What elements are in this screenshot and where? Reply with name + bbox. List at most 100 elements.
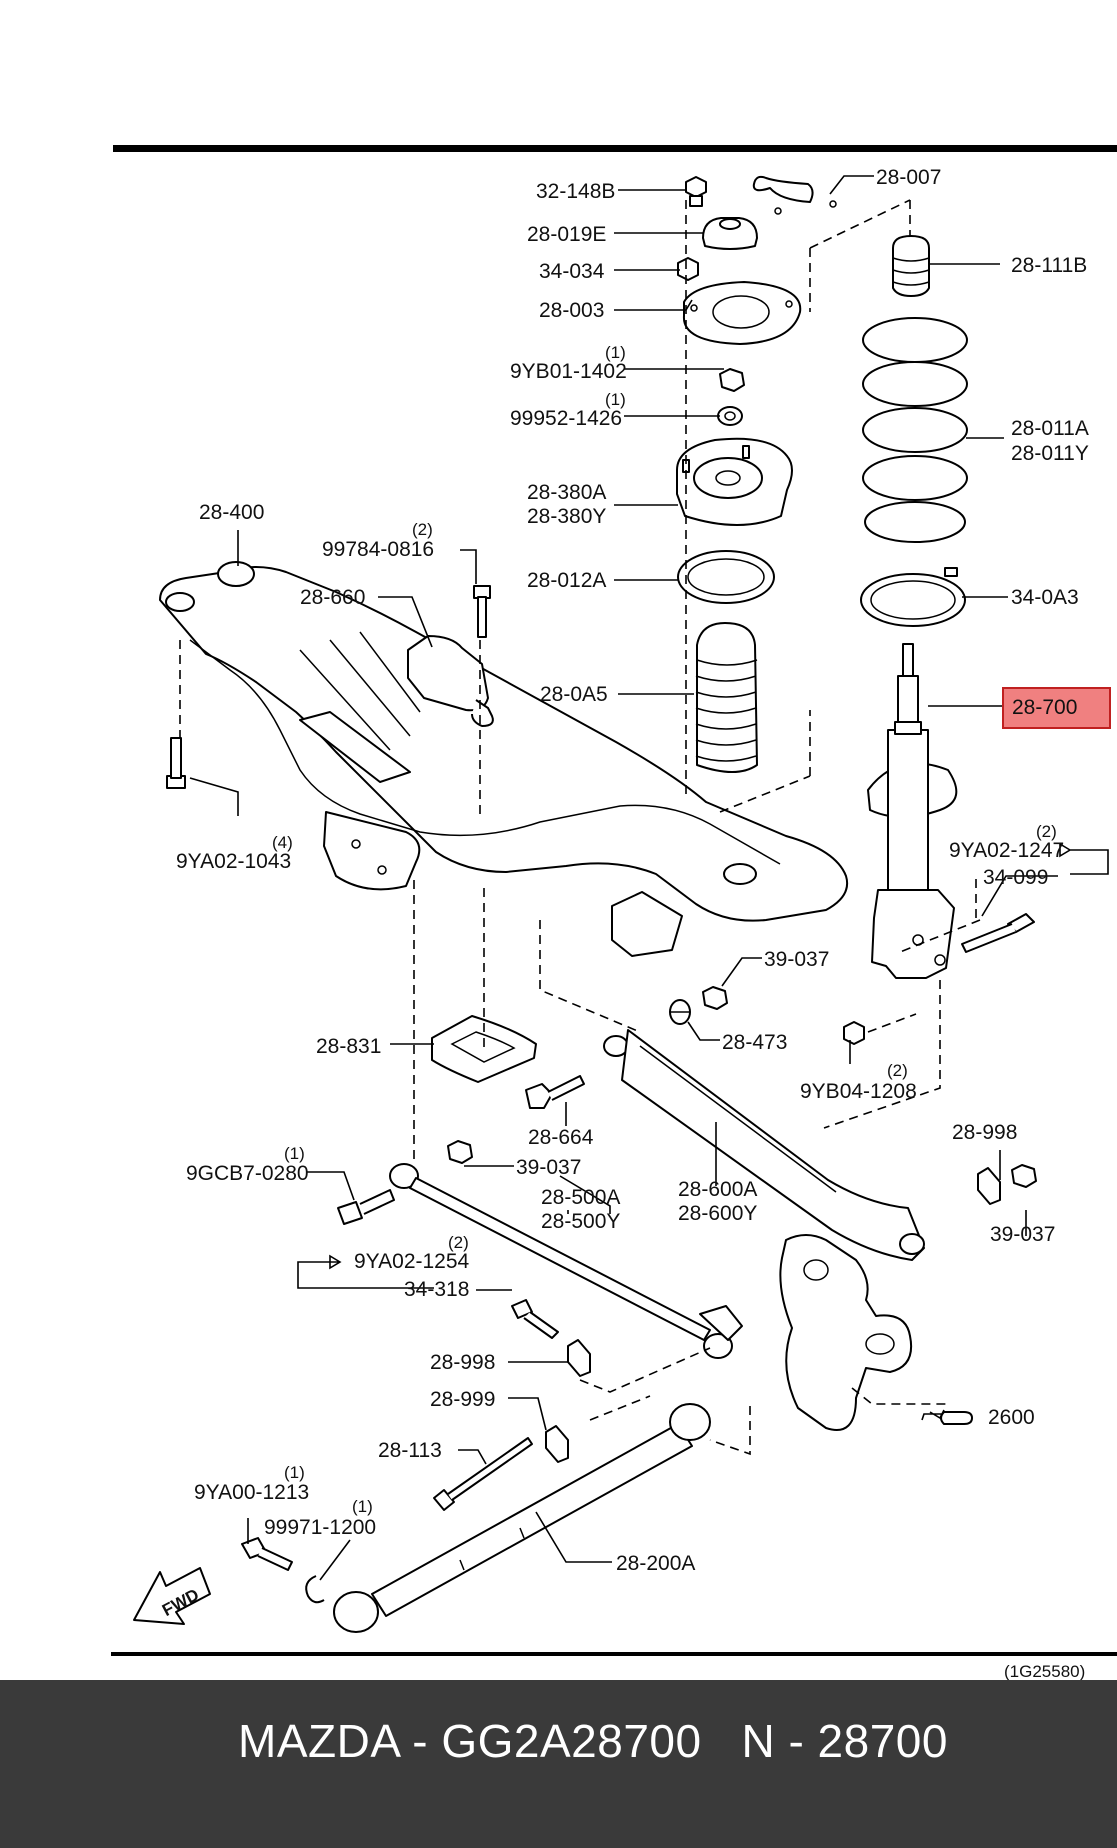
label-28-003[interactable]: 28-003 <box>539 299 604 322</box>
label-28-113[interactable]: 28-113 <box>378 1439 442 1462</box>
label-28-007[interactable]: 28-007 <box>876 166 941 189</box>
label-28-500a[interactable]: 28-500A <box>541 1186 620 1209</box>
label-39-037-left[interactable]: 39-037 <box>516 1156 581 1179</box>
seat-28-012a[interactable] <box>677 550 775 604</box>
qty-9ya02-1247: (2) <box>1036 822 1057 841</box>
qty-9yb01-1402: (1) <box>605 343 626 362</box>
label-28-380y[interactable]: 28-380Y <box>527 505 606 528</box>
bump-stop-28-111b[interactable] <box>892 235 930 297</box>
label-28-011y[interactable]: 28-011Y <box>1011 442 1089 465</box>
bolt-9gcb7-0280[interactable] <box>337 1189 395 1225</box>
label-28-999[interactable]: 28-999 <box>430 1388 495 1411</box>
bracket-28-660[interactable] <box>407 635 494 727</box>
bottom-rule <box>111 1652 1117 1656</box>
label-39-037-right[interactable]: 39-037 <box>990 1223 1055 1246</box>
label-28-600y[interactable]: 28-600Y <box>678 1202 757 1225</box>
label-2600[interactable]: 2600 <box>988 1406 1035 1429</box>
qty-9gcb7-0280: (1) <box>284 1144 305 1163</box>
label-34-034[interactable]: 34-034 <box>539 260 605 283</box>
bolt-28-664[interactable] <box>525 1075 585 1109</box>
label-9yb01-1402[interactable]: 9YB01-1402 <box>510 360 627 383</box>
crossmember-28-400[interactable] <box>159 561 848 957</box>
qty-99952-1426: (1) <box>605 390 626 409</box>
plate-28-831[interactable] <box>431 1015 537 1083</box>
label-28-111b[interactable]: 28-111B <box>1011 254 1087 277</box>
nut-39-037-center[interactable] <box>702 986 728 1010</box>
coil-spring-28-011a[interactable] <box>862 317 968 543</box>
qty-99971-1200: (1) <box>352 1497 373 1516</box>
label-28-998-right[interactable]: 28-998 <box>952 1121 1017 1144</box>
label-28-012a[interactable]: 28-012A <box>527 569 606 592</box>
label-28-998-left[interactable]: 28-998 <box>430 1351 495 1374</box>
nut-9yb04-1208[interactable] <box>843 1021 865 1045</box>
qty-9ya02-1043: (4) <box>272 833 293 852</box>
exploded-parts-diagram: FWD 32-148B 28-007 28-019E 34-034 28-111… <box>111 145 1117 1680</box>
cam-28-473[interactable] <box>669 999 691 1025</box>
bracket-28-007[interactable] <box>752 175 837 215</box>
footer-sep: - <box>398 1715 442 1767</box>
clip-99971-1200[interactable] <box>305 1575 325 1604</box>
cam-plate-28-998-right[interactable] <box>977 1167 1001 1205</box>
label-34-318[interactable]: 34-318 <box>404 1278 469 1301</box>
nut-34-034[interactable] <box>677 257 699 281</box>
cam-plate-28-999[interactable] <box>545 1425 569 1463</box>
footer-caption: MAZDA - GG2A28700 N - 28700 <box>0 1714 1117 1768</box>
label-99952-1426[interactable]: 99952-1426 <box>510 407 622 430</box>
label-28-831[interactable]: 28-831 <box>316 1035 381 1058</box>
footer-ref: N - 28700 <box>741 1715 948 1767</box>
label-28-011a[interactable]: 28-011A <box>1011 417 1089 440</box>
label-9yb04-1208[interactable]: 9YB04-1208 <box>800 1080 917 1103</box>
label-28-500y[interactable]: 28-500Y <box>541 1210 620 1233</box>
lower-arm-28-200a[interactable] <box>333 1403 711 1633</box>
label-28-200a[interactable]: 28-200A <box>616 1552 695 1575</box>
cam-plate-28-998-left[interactable] <box>567 1339 591 1377</box>
washer-99952-1426[interactable] <box>717 406 743 426</box>
cam-bolt-34-318[interactable] <box>511 1299 559 1339</box>
highlight-28-700 <box>1002 687 1111 729</box>
label-9ya02-1254[interactable]: 9YA02-1254 <box>354 1250 470 1273</box>
nut-39-037-right[interactable] <box>1011 1164 1037 1188</box>
label-28-700[interactable]: 28-700 <box>1012 696 1077 719</box>
strut-mount-28-380a[interactable] <box>676 437 793 526</box>
label-28-0a5[interactable]: 28-0A5 <box>540 683 608 706</box>
fwd-arrow-icon: FWD <box>133 1567 211 1625</box>
label-99971-1200[interactable]: 99971-1200 <box>264 1516 376 1539</box>
bolt-28-113[interactable] <box>433 1437 533 1511</box>
bushing-28-019e[interactable] <box>702 217 758 250</box>
qty-9ya00-1213: (1) <box>284 1463 305 1482</box>
label-28-380a[interactable]: 28-380A <box>527 481 606 504</box>
dust-boot-28-0a5[interactable] <box>695 622 758 773</box>
bolt-9ya00-1213[interactable] <box>241 1537 293 1571</box>
label-28-660[interactable]: 28-660 <box>300 586 365 609</box>
label-34-0a3[interactable]: 34-0A3 <box>1011 586 1079 609</box>
label-34-099[interactable]: 34-099 <box>983 866 1048 889</box>
plate-28-003[interactable] <box>682 281 802 345</box>
label-9ya02-1247[interactable]: 9YA02-1247 <box>949 839 1064 862</box>
bolt-34-099[interactable] <box>961 913 1035 953</box>
label-28-664[interactable]: 28-664 <box>528 1126 594 1149</box>
label-32-148b[interactable]: 32-148B <box>536 180 615 203</box>
trailing-arm-28-600a[interactable] <box>603 1029 925 1261</box>
label-28-600a[interactable]: 28-600A <box>678 1178 757 1201</box>
nut-39-037-left[interactable] <box>447 1140 473 1164</box>
bolt-99784-0816[interactable] <box>473 585 491 638</box>
nut-9yb01-1402[interactable] <box>719 368 745 392</box>
label-28-019e[interactable]: 28-019E <box>527 223 606 246</box>
spring-seat-34-0a3[interactable] <box>860 567 966 627</box>
nut-32-148b[interactable] <box>685 176 707 207</box>
label-9gcb7-0280[interactable]: 9GCB7-0280 <box>186 1162 309 1185</box>
top-rule <box>113 145 1117 152</box>
footer-brand: MAZDA <box>238 1715 399 1767</box>
label-9ya02-1043[interactable]: 9YA02-1043 <box>176 850 291 873</box>
qty-99784-0816: (2) <box>412 520 433 539</box>
lateral-link-28-500a[interactable] <box>389 1163 743 1359</box>
bolt-9ya02-1043[interactable] <box>166 737 186 789</box>
label-28-473[interactable]: 28-473 <box>722 1031 787 1054</box>
label-39-037-center[interactable]: 39-037 <box>764 948 829 971</box>
label-28-400[interactable]: 28-400 <box>199 501 264 524</box>
label-9ya00-1213[interactable]: 9YA00-1213 <box>194 1481 309 1504</box>
shock-absorber-28-700[interactable] <box>867 643 958 979</box>
pointing-hand-icon <box>940 1411 973 1425</box>
qty-9ya02-1254: (2) <box>448 1233 469 1252</box>
label-99784-0816[interactable]: 99784-0816 <box>322 538 434 561</box>
